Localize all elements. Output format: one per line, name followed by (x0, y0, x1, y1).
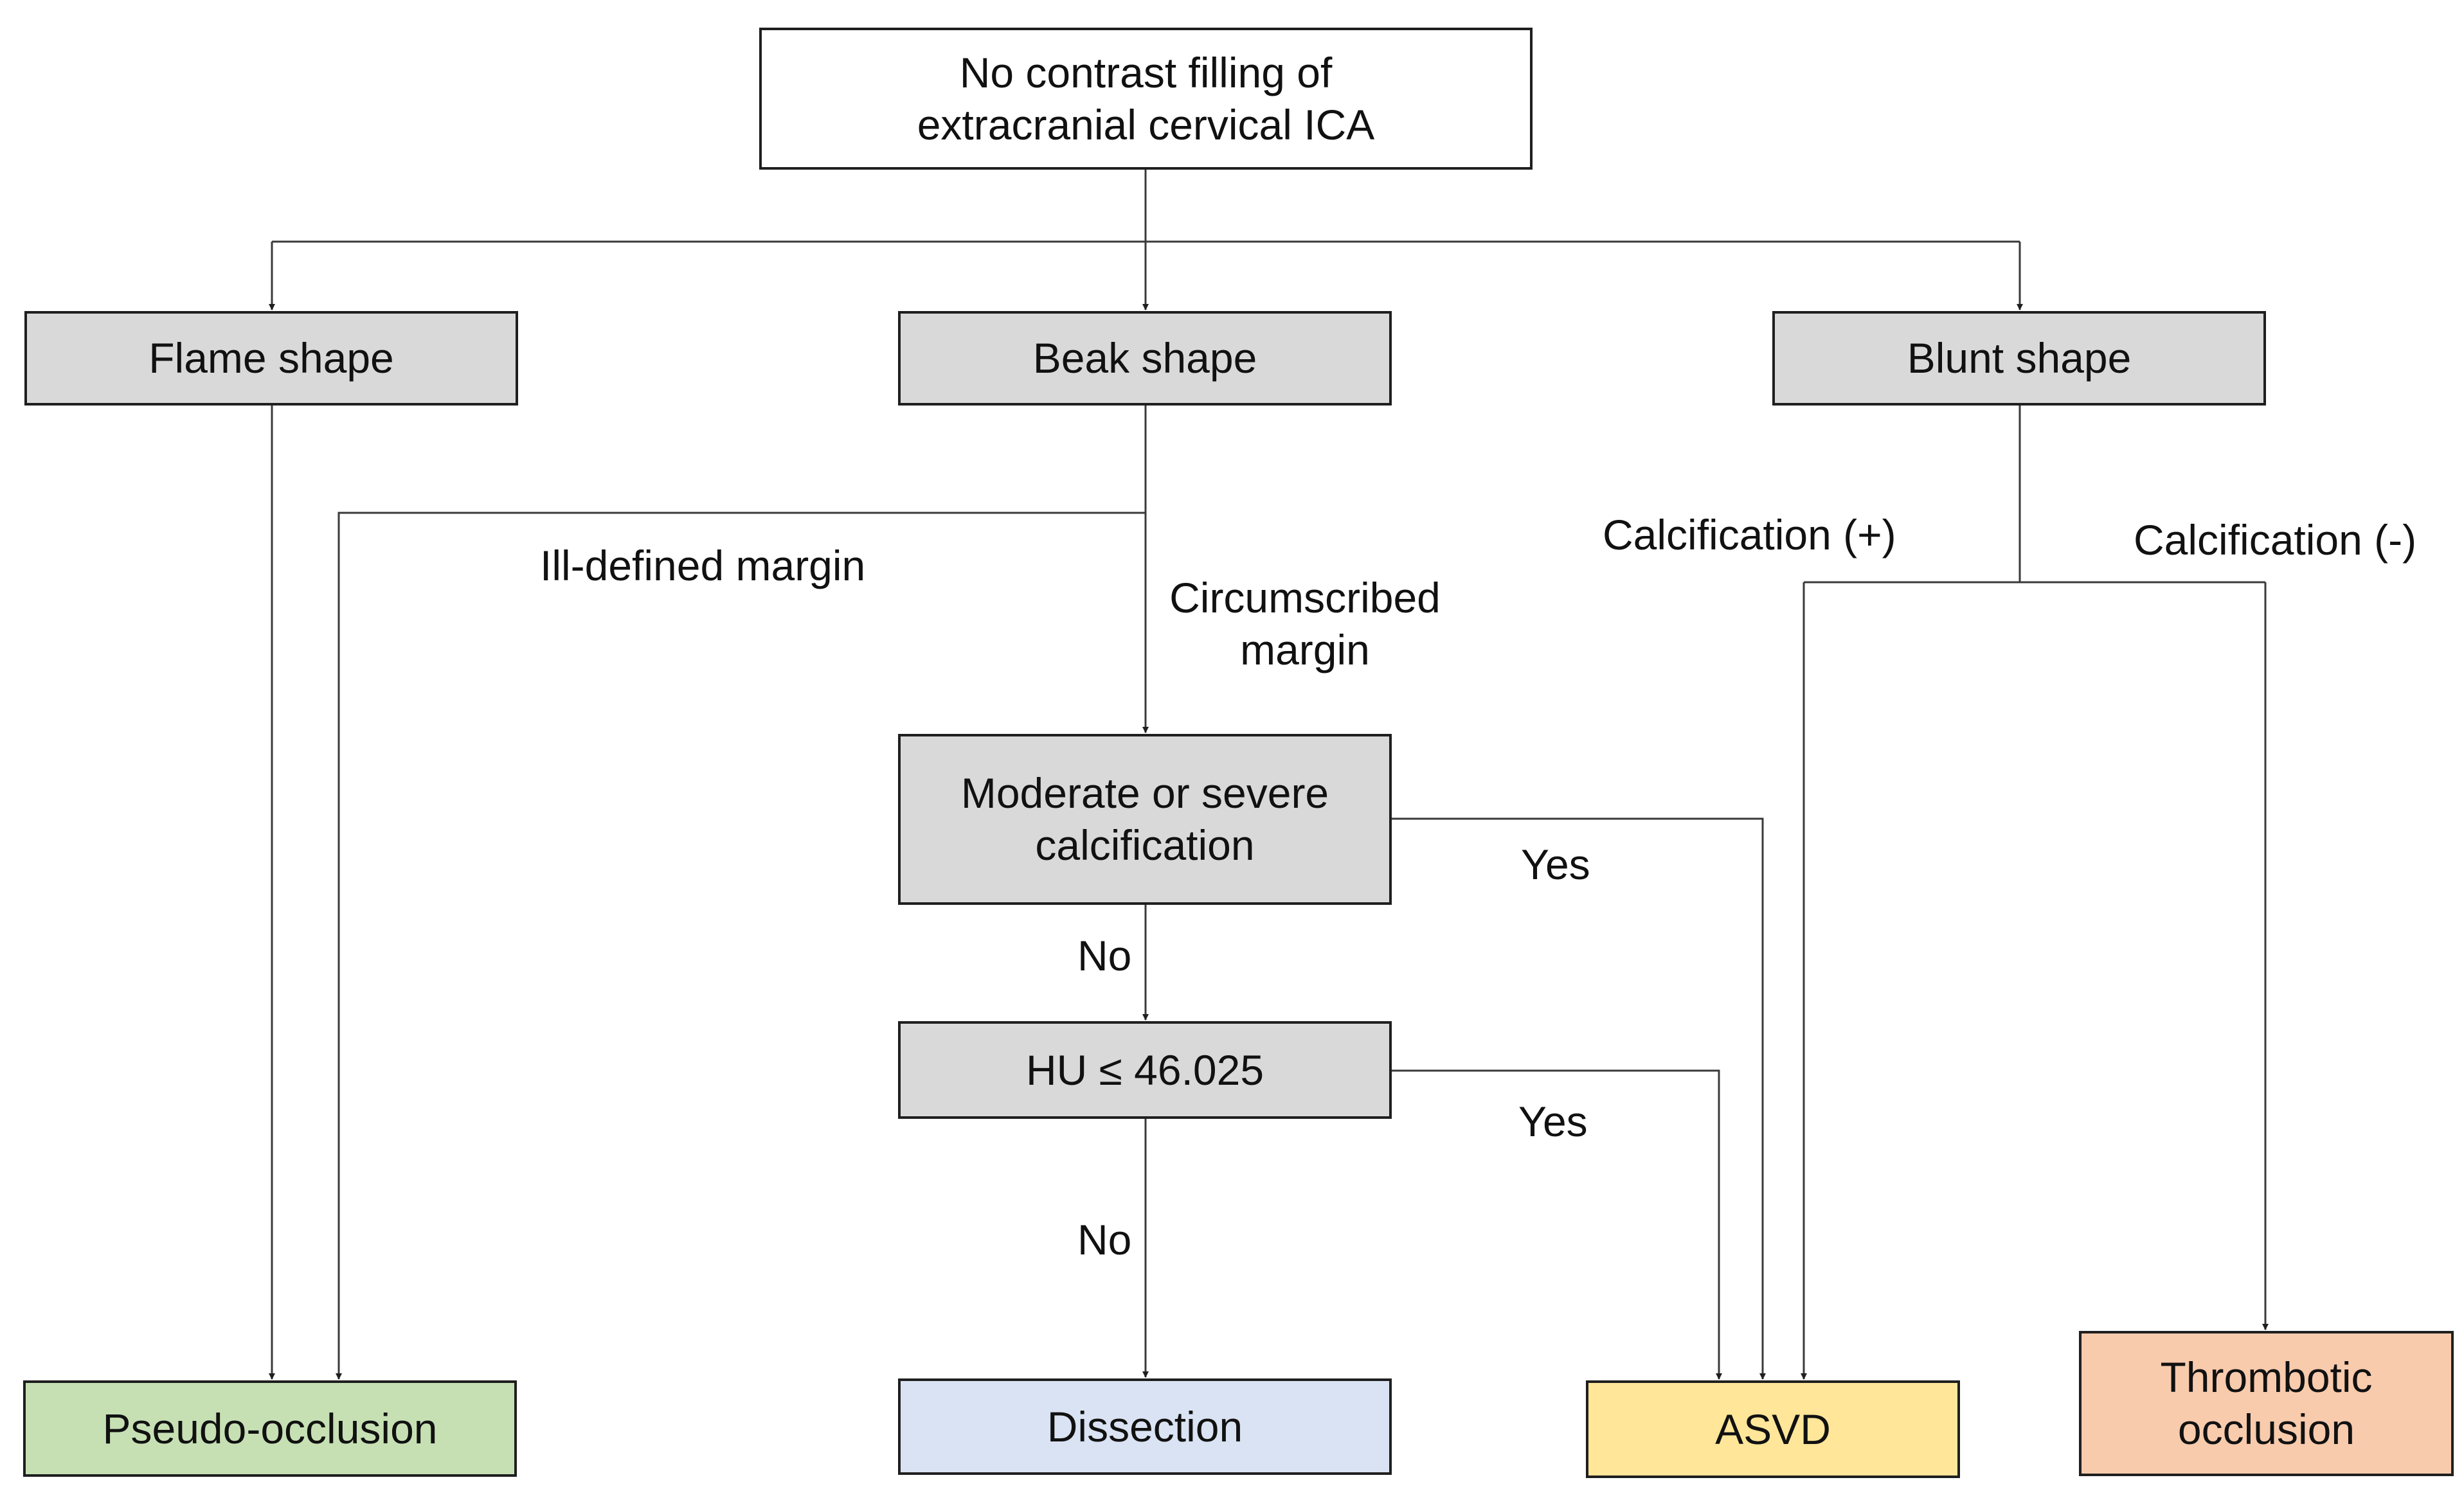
label-no-calcification: No (1077, 932, 1132, 979)
label-calcification-minus: Calcification (-) (2134, 516, 2417, 564)
node-pseudo-occlusion: Pseudo-occlusion (23, 1380, 517, 1477)
label-calcification-plus: Calcification (+) (1603, 511, 1896, 558)
label-yes-calcification: Yes (1521, 841, 1590, 888)
node-blunt-shape: Blunt shape (1772, 311, 2266, 406)
node-thrombotic-line2: occlusion (2177, 1405, 2355, 1453)
node-thrombotic-line1: Thrombotic (2160, 1353, 2373, 1402)
label-circumscribed-margin: Circumscribed margin (1164, 572, 1446, 675)
label-circumscribed-line2: margin (1240, 625, 1370, 673)
node-calcification-line1: Moderate or severe (960, 769, 1329, 817)
node-beak-shape: Beak shape (898, 311, 1392, 406)
node-hu-threshold: HU ≤ 46.025 (898, 1021, 1392, 1119)
node-flame-shape-label: Flame shape (148, 334, 394, 382)
edge-calc-yes (1390, 817, 1766, 1380)
node-thrombotic-occlusion: Thrombotic occlusion (2079, 1331, 2454, 1476)
node-start-line1: No contrast filling of (959, 48, 1333, 96)
node-asvd: ASVD (1586, 1380, 1960, 1478)
node-asvd-label: ASVD (1715, 1405, 1831, 1453)
label-no-hu: No (1077, 1216, 1132, 1263)
node-hu-threshold-label: HU ≤ 46.025 (1025, 1046, 1264, 1094)
node-beak-shape-label: Beak shape (1032, 334, 1257, 382)
node-pseudo-occlusion-label: Pseudo-occlusion (102, 1404, 438, 1452)
node-start-line2: extracranial cervical ICA (917, 100, 1375, 148)
node-dissection: Dissection (898, 1378, 1392, 1475)
label-circumscribed-line1: Circumscribed (1169, 574, 1441, 621)
label-ill-defined-margin: Ill-defined margin (540, 542, 866, 589)
edge-ill-defined (336, 512, 1146, 1380)
node-calcification-line2: calcification (1035, 821, 1255, 869)
node-calcification: Moderate or severe calcification (898, 734, 1392, 905)
edge-hu-yes (1390, 1069, 1722, 1380)
node-dissection-label: Dissection (1047, 1402, 1243, 1450)
node-flame-shape: Flame shape (24, 311, 518, 406)
node-start: No contrast filling of extracranial cerv… (759, 28, 1533, 170)
label-yes-hu: Yes (1518, 1098, 1588, 1145)
node-blunt-shape-label: Blunt shape (1907, 334, 2132, 382)
